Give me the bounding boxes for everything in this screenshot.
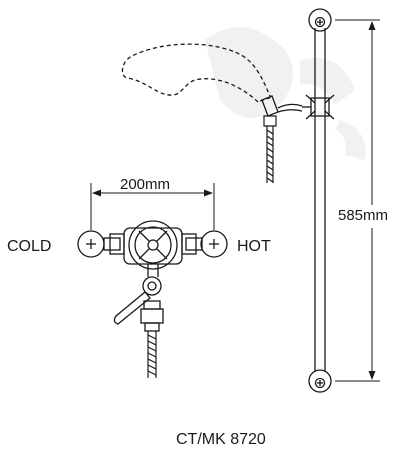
hot-label: HOT — [237, 238, 271, 255]
height-dimension — [335, 19, 380, 382]
mixer-valve-icon — [77, 220, 228, 332]
cold-label: COLD — [7, 238, 51, 255]
width-dimension-label: 200mm — [120, 176, 170, 193]
width-dimension — [90, 183, 215, 230]
model-number: CT/MK 8720 — [176, 431, 266, 448]
watermark — [205, 27, 366, 160]
slide-rail-icon — [302, 8, 335, 393]
shower-head-icon — [121, 43, 303, 117]
hose-icon — [263, 115, 277, 183]
height-dimension-label: 585mm — [338, 207, 388, 224]
mixer-hose-icon — [147, 331, 157, 378]
